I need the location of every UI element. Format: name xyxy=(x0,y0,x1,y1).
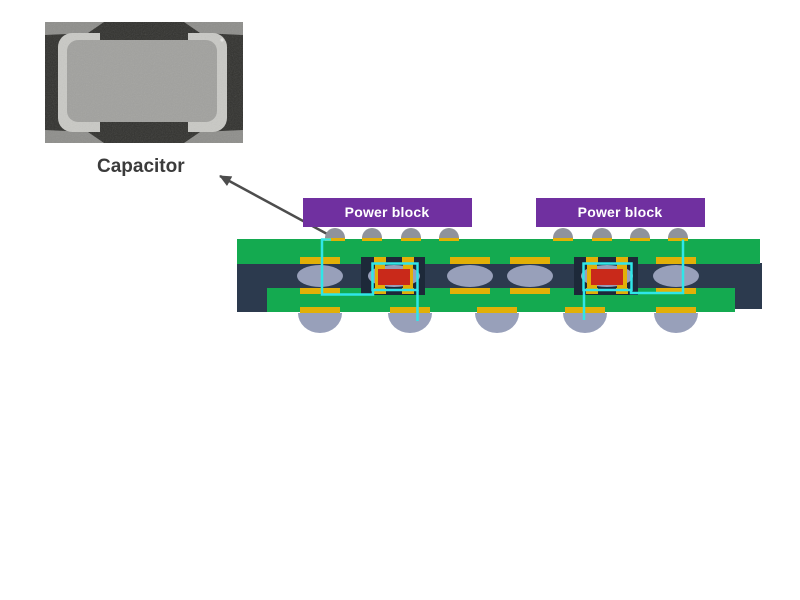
capacitor-label: Capacitor xyxy=(97,156,185,177)
pad xyxy=(300,257,340,264)
solder-bump xyxy=(401,228,421,238)
power-block-rect xyxy=(303,198,472,227)
power-block-label: Power block xyxy=(345,204,430,220)
bga-ball xyxy=(298,313,342,333)
pad xyxy=(510,288,550,294)
core-top-pads xyxy=(300,257,696,264)
sem-noise-overlay xyxy=(45,22,243,143)
pad xyxy=(616,257,628,264)
embedded-capacitor-1 xyxy=(375,264,413,289)
bga-ball xyxy=(475,313,519,333)
pad xyxy=(477,307,517,313)
pad xyxy=(586,257,598,264)
capacitor-body xyxy=(378,269,410,285)
pad xyxy=(439,237,459,241)
solder-joint xyxy=(507,265,553,287)
package-cross-section: Power block Power block xyxy=(237,198,762,333)
pad xyxy=(656,288,696,294)
solder-bump xyxy=(439,228,459,238)
pad xyxy=(390,307,430,313)
solder-bump xyxy=(668,228,688,238)
pad xyxy=(325,237,345,241)
pad xyxy=(401,237,421,241)
solder-joint xyxy=(447,265,493,287)
top-bump-row xyxy=(325,228,688,241)
pad xyxy=(510,257,550,264)
solder-joint xyxy=(653,265,699,287)
via-trace-left xyxy=(320,238,375,296)
bga-ball xyxy=(654,313,698,333)
solder-bump xyxy=(362,228,382,238)
pad xyxy=(656,307,696,313)
capacitor-body xyxy=(591,269,623,285)
pad xyxy=(656,257,696,264)
solder-bump xyxy=(630,228,650,238)
via-trace-right xyxy=(629,239,685,295)
trace-loop-capacitor-2 xyxy=(582,262,633,292)
pad xyxy=(630,237,650,241)
bga-ball-row xyxy=(298,307,698,333)
bga-ball xyxy=(563,313,607,333)
solder-bump xyxy=(553,228,573,238)
bga-ball xyxy=(388,313,432,333)
power-block-1: Power block xyxy=(303,198,472,227)
pad xyxy=(374,257,386,264)
pad xyxy=(450,257,490,264)
solder-bump xyxy=(592,228,612,238)
pad xyxy=(592,237,612,241)
pad xyxy=(300,307,340,313)
routing-traces xyxy=(320,238,685,321)
solder-bump xyxy=(325,228,345,238)
capacitor-sem-photo xyxy=(45,22,243,143)
embedded-capacitor-2 xyxy=(587,264,627,289)
power-block-2: Power block xyxy=(536,198,705,227)
pad xyxy=(668,237,688,241)
pad xyxy=(553,237,573,241)
power-block-label: Power block xyxy=(578,204,663,220)
power-block-rect xyxy=(536,198,705,227)
pad xyxy=(362,237,382,241)
solder-joint xyxy=(297,265,343,287)
pad xyxy=(450,288,490,294)
pad xyxy=(300,288,340,294)
pad xyxy=(402,257,414,264)
